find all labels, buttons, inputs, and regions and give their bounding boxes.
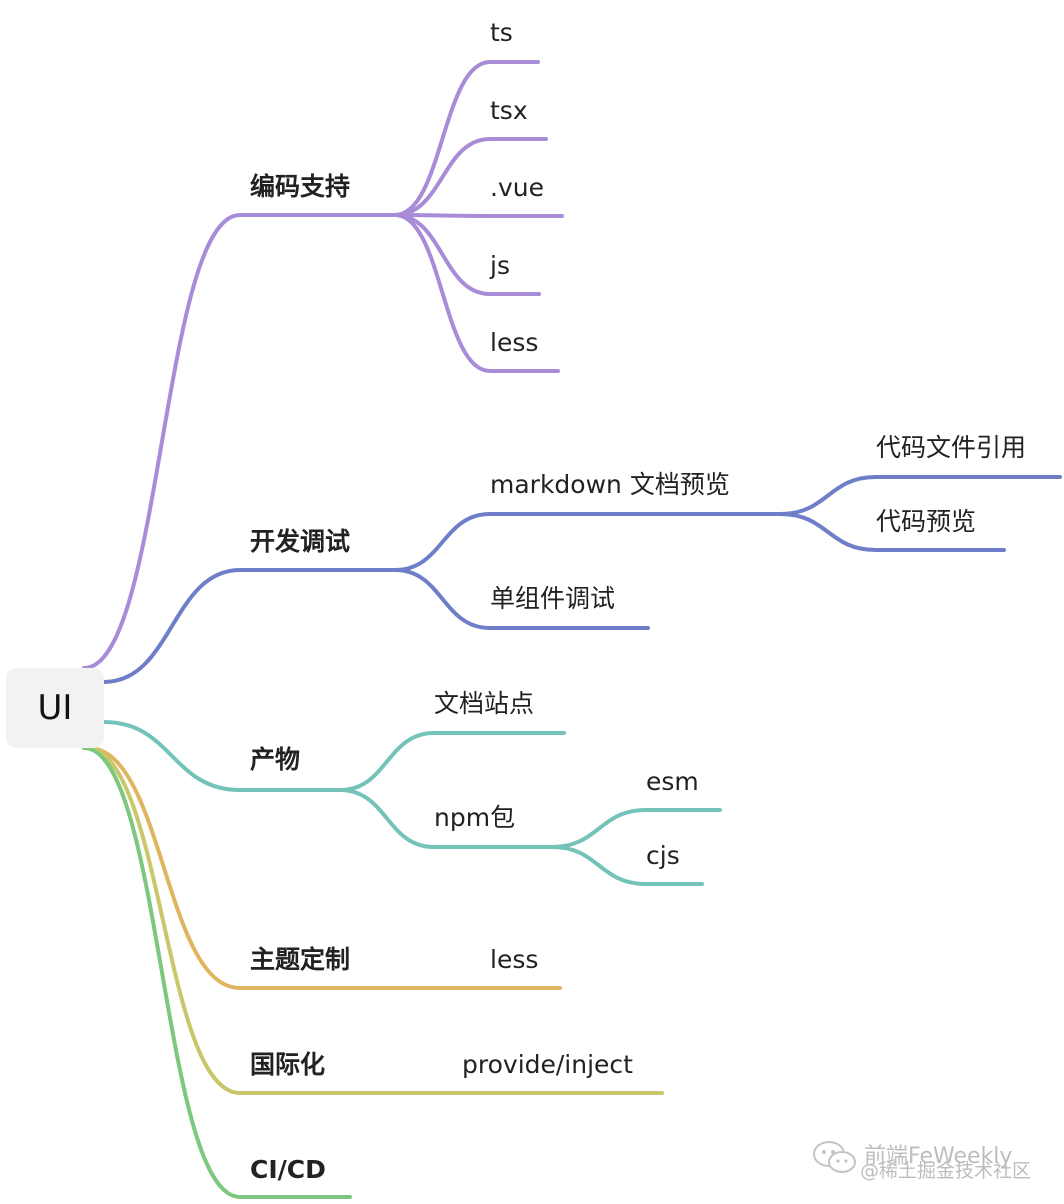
npm-child-esm: esm	[646, 767, 699, 796]
branch-i18n-label: 国际化	[250, 1050, 326, 1079]
root-node	[6, 668, 104, 748]
i18n-child-provide-inject: provide/inject	[462, 1050, 633, 1079]
wechat-icon	[813, 1141, 856, 1173]
edge-coding-less	[393, 213, 560, 373]
branch-output-label: 产物	[250, 745, 301, 774]
edge-coding-ts	[393, 60, 540, 217]
edge-npm-cjs	[550, 845, 704, 886]
markdown-child-preview: 代码预览	[876, 507, 977, 536]
edge-coding-vue	[393, 213, 564, 218]
edge-root-i18n	[84, 746, 664, 1095]
output-child-docsite: 文档站点	[434, 689, 535, 718]
edge-coding-js	[393, 213, 541, 296]
markdown-child-file-ref: 代码文件引用	[876, 433, 1027, 462]
edge-dev-markdown	[393, 512, 782, 572]
edge-dev-single	[393, 568, 650, 630]
branch-dev-label: 开发调试	[250, 527, 351, 556]
coding-child-vue: .vue	[490, 173, 544, 202]
edge-markdown-preview	[778, 512, 1006, 552]
edge-output-npm	[338, 788, 554, 849]
watermark: 前端FeWeekly @稀土掘金技术社区	[812, 1140, 1052, 1182]
edge-coding-tsx	[393, 137, 548, 217]
edge-root-dev	[102, 568, 397, 684]
edge-root-output	[102, 720, 342, 792]
branch-cicd-label: CI/CD	[250, 1155, 326, 1184]
watermark-title: 前端FeWeekly	[864, 1144, 1013, 1169]
edge-npm-esm	[550, 808, 722, 849]
output-child-npm: npm包	[434, 803, 516, 832]
edge-output-docsite	[338, 731, 566, 792]
edge-markdown-fileref	[778, 475, 1062, 516]
coding-child-js: js	[490, 251, 510, 280]
branch-theme-label: 主题定制	[250, 945, 351, 974]
edge-root-cicd	[82, 746, 352, 1199]
theme-child-less: less	[490, 945, 539, 974]
branch-coding-label: 编码支持	[250, 172, 351, 201]
watermark-subtitle: @稀土掘金技术社区	[860, 1160, 1032, 1182]
npm-child-cjs: cjs	[646, 841, 680, 870]
dev-child-single-component: 单组件调试	[490, 584, 616, 613]
coding-child-less: less	[490, 328, 539, 357]
edge-root-coding	[82, 213, 397, 670]
dev-child-markdown: markdown 文档预览	[490, 470, 730, 499]
coding-child-tsx: tsx	[490, 96, 528, 125]
coding-child-ts: ts	[490, 18, 513, 47]
edge-root-theme	[86, 746, 562, 990]
root-label: UI	[37, 688, 73, 728]
